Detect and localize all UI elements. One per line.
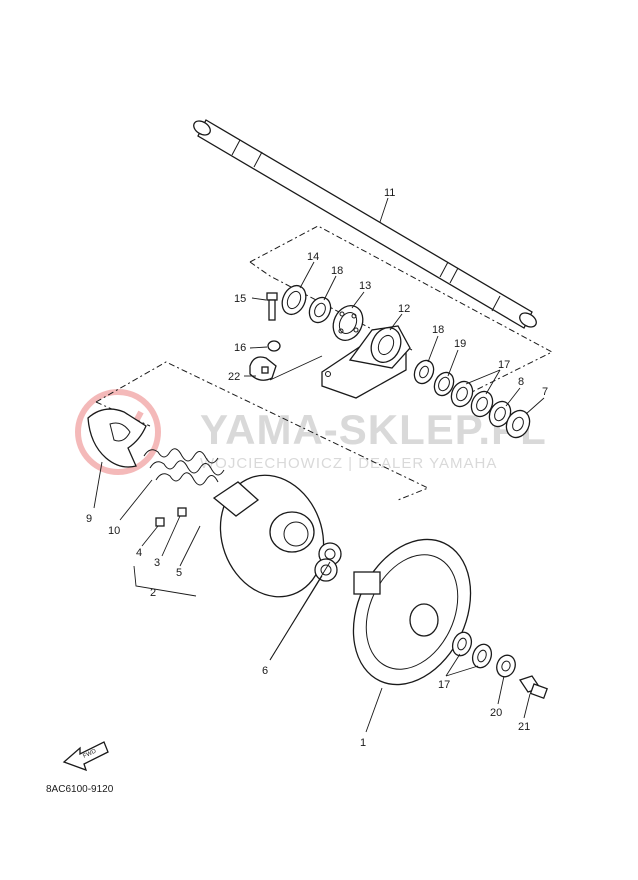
callout-22: 22 <box>228 371 240 383</box>
washer-18-lower <box>413 359 435 385</box>
fwd-label: FWD <box>82 748 98 759</box>
cap-16 <box>267 340 281 352</box>
spring-10 <box>143 448 225 486</box>
cam-9 <box>87 408 147 468</box>
bolt-15 <box>266 292 278 321</box>
bolt-21 <box>518 675 548 700</box>
screw-5 <box>177 507 187 517</box>
callout-10: 10 <box>108 525 120 537</box>
callouts: 11 14 18 13 15 12 18 16 19 17 22 8 7 9 1… <box>86 187 548 749</box>
diagram-code: 8AC6100-9120 <box>46 784 114 795</box>
callout-1: 1 <box>360 737 366 749</box>
bearing-13 <box>332 304 364 342</box>
callout-5: 5 <box>176 567 182 579</box>
callout-18-upper: 18 <box>331 265 343 277</box>
callout-4: 4 <box>136 547 142 559</box>
clip-22 <box>249 356 277 381</box>
callout-2: 2 <box>150 587 156 599</box>
callout-8: 8 <box>518 376 524 388</box>
callout-16: 16 <box>234 342 246 354</box>
leader-lines <box>93 197 545 733</box>
screw-4 <box>155 517 165 527</box>
fwd-arrow-icon: FWD <box>62 741 109 772</box>
watermark: YAMA-SKLEP.PL WOJCIECHOWICZ | DEALER YAM… <box>75 389 547 475</box>
washer-8 <box>488 400 512 428</box>
callout-17-upper: 17 <box>498 359 510 371</box>
bearing-housing-12 <box>321 325 411 399</box>
sheave-fixed <box>212 474 325 598</box>
shaft <box>193 119 537 329</box>
callout-13: 13 <box>359 280 371 292</box>
circlip-14 <box>281 284 307 316</box>
callout-9: 9 <box>86 513 92 525</box>
washer-20 <box>496 654 516 678</box>
callout-3: 3 <box>154 557 160 569</box>
callout-7: 7 <box>542 386 548 398</box>
sheave-movable-1 <box>352 538 472 686</box>
washer-18-upper <box>308 296 332 324</box>
callout-12: 12 <box>398 303 410 315</box>
callout-21: 21 <box>518 721 530 733</box>
callout-15: 15 <box>234 293 246 305</box>
bushings-6 <box>314 542 342 582</box>
callout-17-lower: 17 <box>438 679 450 691</box>
callout-11: 11 <box>384 187 395 199</box>
washers-17-lower <box>451 631 493 669</box>
watermark-subtitle: WOJCIECHOWICZ | DEALER YAMAHA <box>200 455 497 472</box>
callout-20: 20 <box>490 707 502 719</box>
assembly-outline-upper <box>249 225 554 393</box>
watermark-title: YAMA-SKLEP.PL <box>200 406 547 453</box>
callout-18-lower: 18 <box>432 324 444 336</box>
callout-19: 19 <box>454 338 466 350</box>
washer-7 <box>505 409 531 439</box>
callout-14: 14 <box>307 251 319 263</box>
washers-17-upper <box>450 380 494 418</box>
callout-6: 6 <box>262 665 268 677</box>
